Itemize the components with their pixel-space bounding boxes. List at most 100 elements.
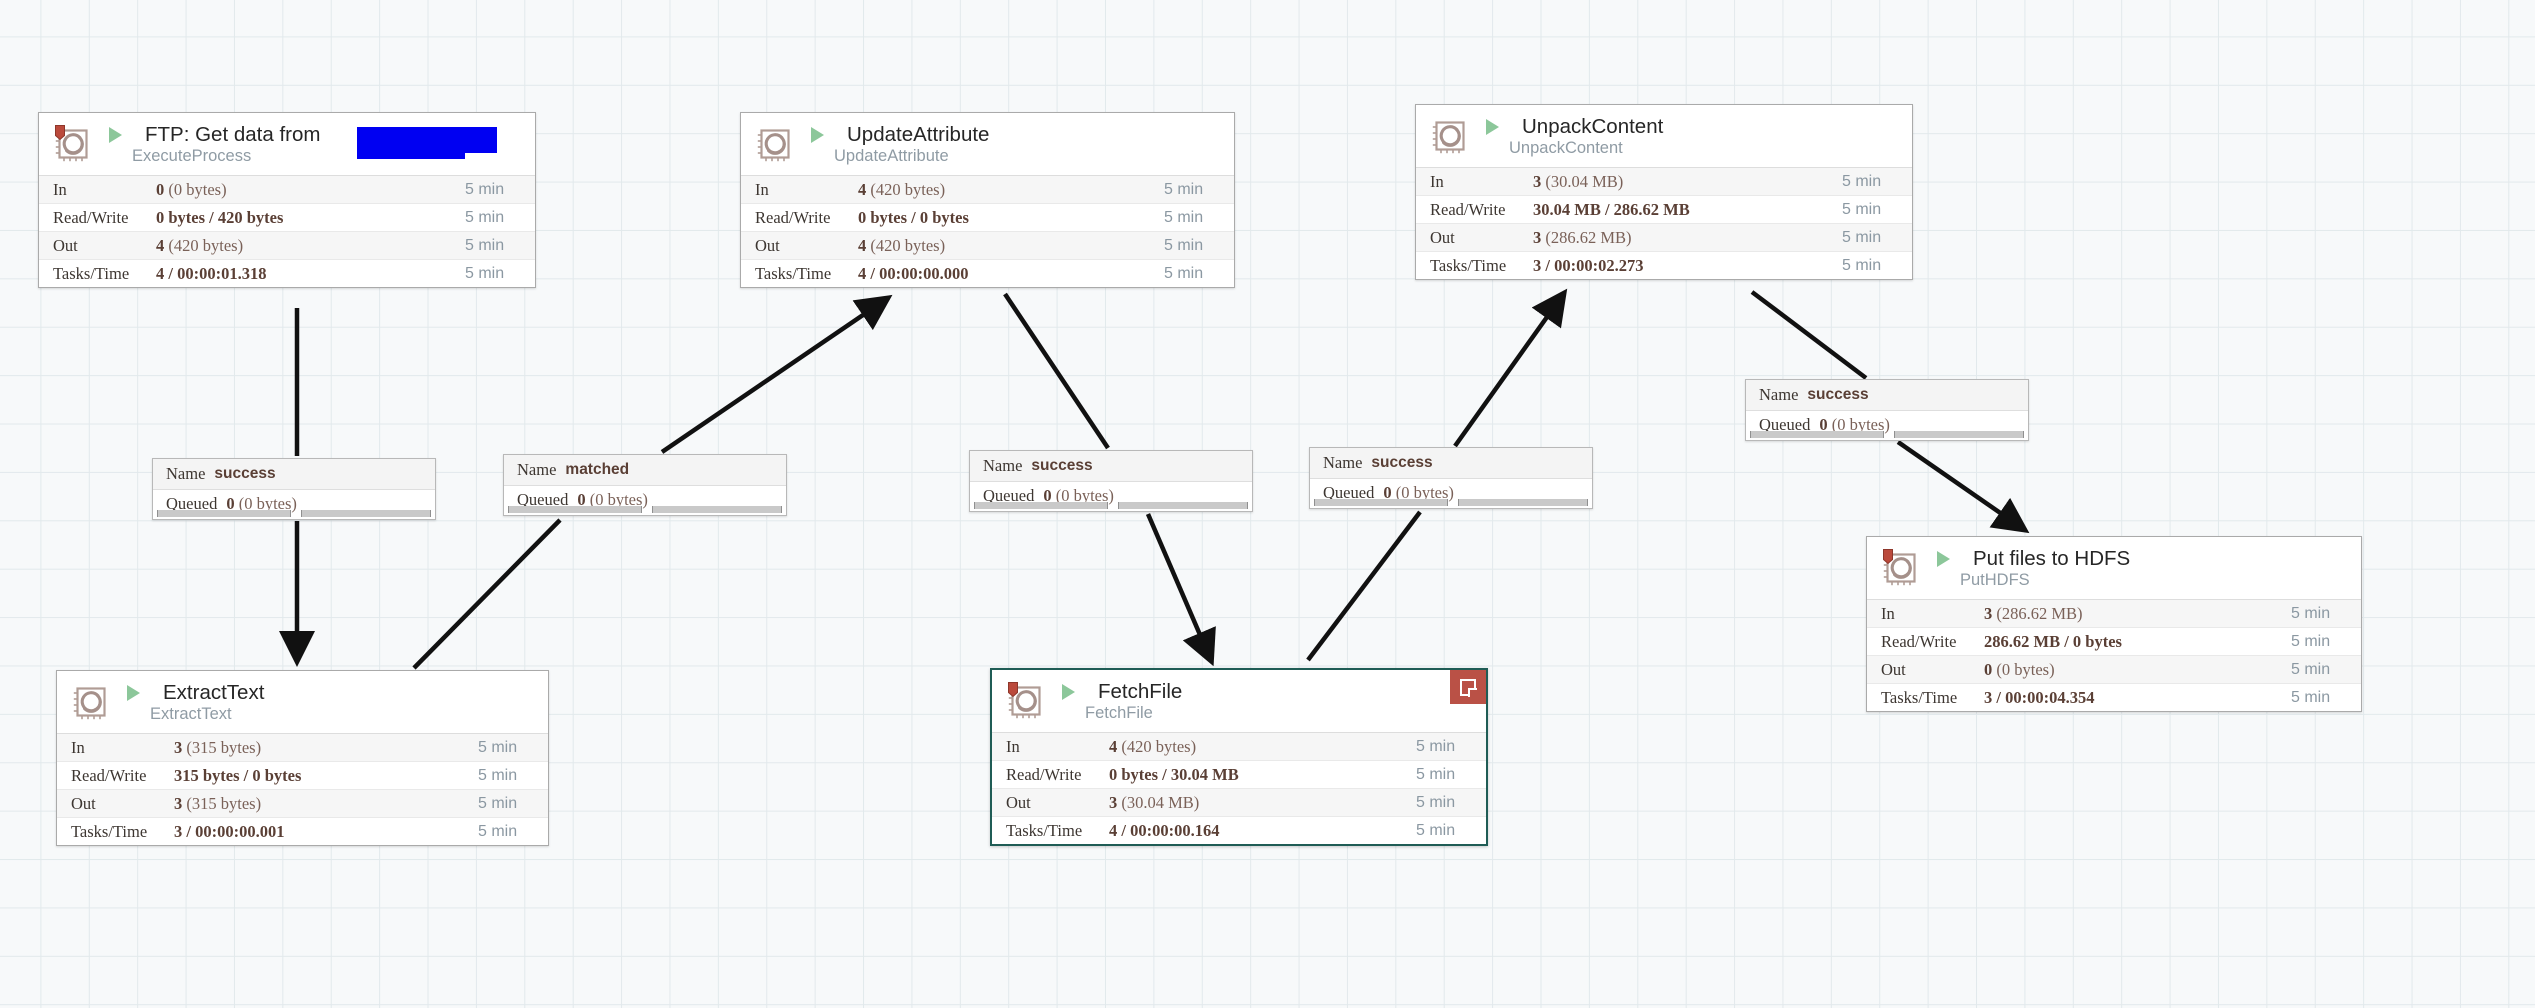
stat-timeframe: 5 min bbox=[465, 236, 505, 254]
stat-timeframe: 5 min bbox=[465, 264, 505, 282]
stat-label: Out bbox=[53, 235, 78, 255]
redaction-block bbox=[357, 127, 497, 159]
stat-value: 4 / 00:00:01.318 bbox=[156, 263, 267, 283]
edge-fetchfile-to-unpackcontent-lower[interactable] bbox=[1306, 510, 1422, 662]
edge-fetchfile-to-unpackcontent-upper[interactable] bbox=[1453, 288, 1568, 448]
connection-relationship: matched bbox=[565, 461, 630, 478]
processor-name: FTP: Get data from bbox=[145, 122, 321, 146]
play-triangle-icon[interactable] bbox=[127, 684, 153, 701]
edge-extracttext-to-updateattribute-lower[interactable] bbox=[412, 518, 562, 670]
queue-count-bar bbox=[508, 506, 642, 513]
processor-chip-icon bbox=[757, 129, 790, 162]
processor-icon bbox=[71, 682, 111, 722]
processor-chip-icon bbox=[1432, 121, 1465, 154]
stat-value: 4 (420 bytes) bbox=[156, 235, 244, 255]
stat-label: In bbox=[53, 179, 67, 199]
edge-updateattribute-to-fetchfile-lower[interactable] bbox=[1145, 513, 1216, 667]
connection-queued-value: 0 (0 bytes) bbox=[577, 489, 648, 509]
stat-label: Out bbox=[1881, 659, 1906, 679]
connection-queued-label: Queued bbox=[166, 493, 218, 513]
processor-chip-icon bbox=[55, 125, 88, 162]
play-triangle-icon[interactable] bbox=[109, 126, 135, 143]
processor-name-row: FTP: Get data from bbox=[109, 122, 321, 146]
connection-queued-label: Queued bbox=[517, 489, 569, 509]
connection-queue-bars bbox=[508, 506, 782, 513]
edge-updateattribute-to-fetchfile-upper[interactable] bbox=[1003, 292, 1110, 450]
edge-unpackcontent-to-puthdfs-lower[interactable] bbox=[1896, 440, 2030, 534]
stat-timeframe: 5 min bbox=[1842, 228, 1882, 246]
edge-extracttext-to-updateattribute-upper[interactable] bbox=[660, 294, 893, 454]
connection-relationship: success bbox=[1807, 386, 1869, 403]
stat-timeframe: 5 min bbox=[2291, 604, 2331, 622]
processor-type: ExecuteProcess bbox=[132, 146, 252, 165]
play-triangle-icon[interactable] bbox=[1937, 550, 1963, 567]
stat-timeframe: 5 min bbox=[1164, 180, 1204, 198]
stat-value: 3 / 00:00:04.354 bbox=[1984, 687, 2095, 707]
play-triangle-icon[interactable] bbox=[811, 126, 837, 143]
stat-value: 4 / 00:00:00.000 bbox=[858, 263, 969, 283]
queue-count-bar bbox=[1314, 499, 1448, 506]
connection-queued-value: 0 (0 bytes) bbox=[1383, 482, 1454, 502]
stat-timeframe: 5 min bbox=[1164, 264, 1204, 282]
edge-unpackcontent-to-puthdfs-upper[interactable] bbox=[1750, 290, 1868, 380]
connection-name-label: Name bbox=[1759, 385, 1799, 404]
connection-relationship: success bbox=[1371, 454, 1433, 471]
queue-size-bar bbox=[652, 506, 782, 513]
processor-chip-icon bbox=[1883, 549, 1916, 586]
processor-type: UpdateAttribute bbox=[834, 146, 949, 165]
processor-name: Put files to HDFS bbox=[1973, 546, 2131, 570]
processor-icon bbox=[1881, 548, 1921, 588]
connection-relationship: success bbox=[214, 465, 276, 482]
stat-timeframe: 5 min bbox=[465, 180, 505, 198]
stat-label: Read/Write bbox=[1430, 199, 1506, 219]
connection-queued-value: 0 (0 bytes) bbox=[226, 493, 297, 513]
play-triangle-icon[interactable] bbox=[1062, 683, 1088, 700]
bulletin-page-icon[interactable] bbox=[1450, 670, 1486, 704]
play-triangle-icon[interactable] bbox=[1486, 118, 1512, 135]
queue-size-bar bbox=[1118, 502, 1248, 509]
stat-label: In bbox=[755, 179, 769, 199]
stat-timeframe: 5 min bbox=[465, 208, 505, 226]
processor-type: PutHDFS bbox=[1960, 570, 2030, 589]
stat-label: Read/Write bbox=[53, 207, 129, 227]
stat-label: In bbox=[1881, 603, 1895, 623]
processor-name-row: UpdateAttribute bbox=[811, 123, 989, 146]
connection-name-label: Name bbox=[1323, 453, 1363, 472]
stat-value: 286.62 MB / 0 bytes bbox=[1984, 631, 2122, 651]
shield-badge-icon bbox=[1883, 549, 1893, 565]
stat-value: 3 (30.04 MB) bbox=[1533, 171, 1624, 191]
stat-value: 4 (420 bytes) bbox=[1109, 736, 1197, 756]
stat-label: In bbox=[71, 737, 85, 757]
stat-timeframe: 5 min bbox=[2291, 632, 2331, 650]
connection-queued-label: Queued bbox=[1759, 414, 1811, 434]
stat-timeframe: 5 min bbox=[1416, 793, 1456, 811]
processor-icon bbox=[1006, 681, 1046, 721]
processor-icon bbox=[53, 124, 93, 164]
